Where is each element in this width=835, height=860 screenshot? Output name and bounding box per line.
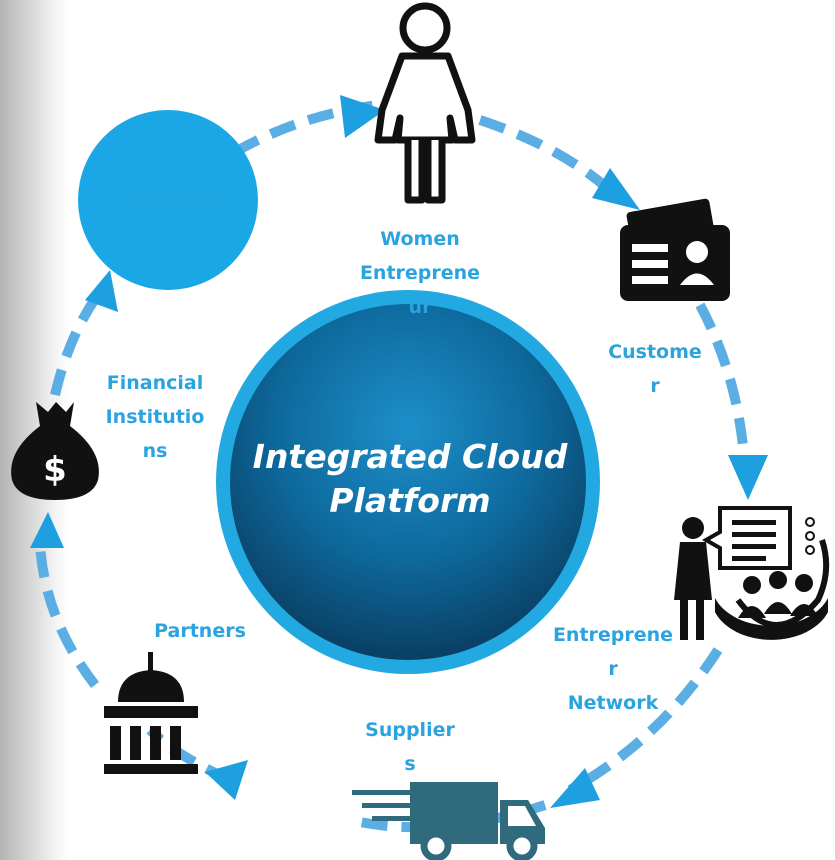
arrow-to-financial-icon (30, 512, 64, 548)
arrow-to-customer-icon (592, 168, 640, 210)
delivery-truck-icon (352, 782, 545, 860)
arrow-to-partners-icon (205, 760, 248, 800)
government-building-icon (104, 652, 198, 774)
arrow-to-women-icon (340, 95, 385, 138)
women-entrepreneur-label: Women Entreprene ur (359, 228, 481, 318)
customer-label: Custome r (608, 341, 702, 397)
presentation-group-icon (674, 506, 830, 640)
center-platform-circle (216, 290, 600, 674)
arrow-to-un-women-icon (85, 270, 118, 312)
suppliers-label: Supplier s (365, 719, 455, 775)
cycle-arrowheads (30, 95, 768, 808)
center-platform-title: Integrated Cloud Platform (252, 437, 568, 520)
woman-icon (374, 2, 476, 204)
id-card-icon (620, 198, 730, 301)
un-women-label: UN Women (118, 190, 226, 212)
arrow-to-suppliers-icon (550, 768, 600, 808)
partners-label: Partners (154, 620, 246, 642)
arrow-to-network-icon (728, 455, 768, 500)
entrepreneur-network-label: Entreprene r Network (552, 624, 674, 714)
money-bag-icon: $ (11, 402, 99, 500)
financial-institutions-label: Financial Institutio ns (105, 372, 205, 462)
un-women-circle-icon (78, 110, 258, 290)
svg-text:$: $ (43, 450, 67, 490)
